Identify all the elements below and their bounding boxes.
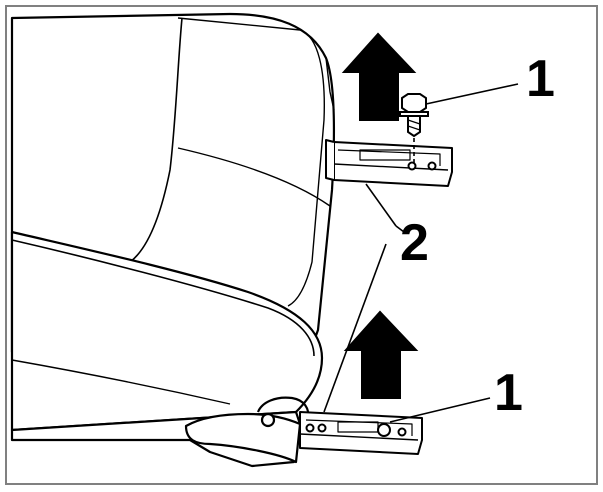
bolt-top: [399, 93, 429, 164]
seat-cushion: [10, 230, 324, 432]
seat-base-trim: [10, 396, 310, 468]
leader-lines: [323, 83, 519, 423]
callout-1-top: 1: [526, 50, 555, 108]
figure-border: [5, 5, 598, 485]
seat-rail-upper: [325, 139, 453, 187]
seat-rail-lower: [299, 411, 423, 455]
callout-2-rails: 2: [400, 214, 429, 272]
arrow-up-icon: [343, 310, 419, 399]
arrow-up-icon: [341, 32, 417, 121]
callout-1-bottom: 1: [494, 364, 523, 422]
